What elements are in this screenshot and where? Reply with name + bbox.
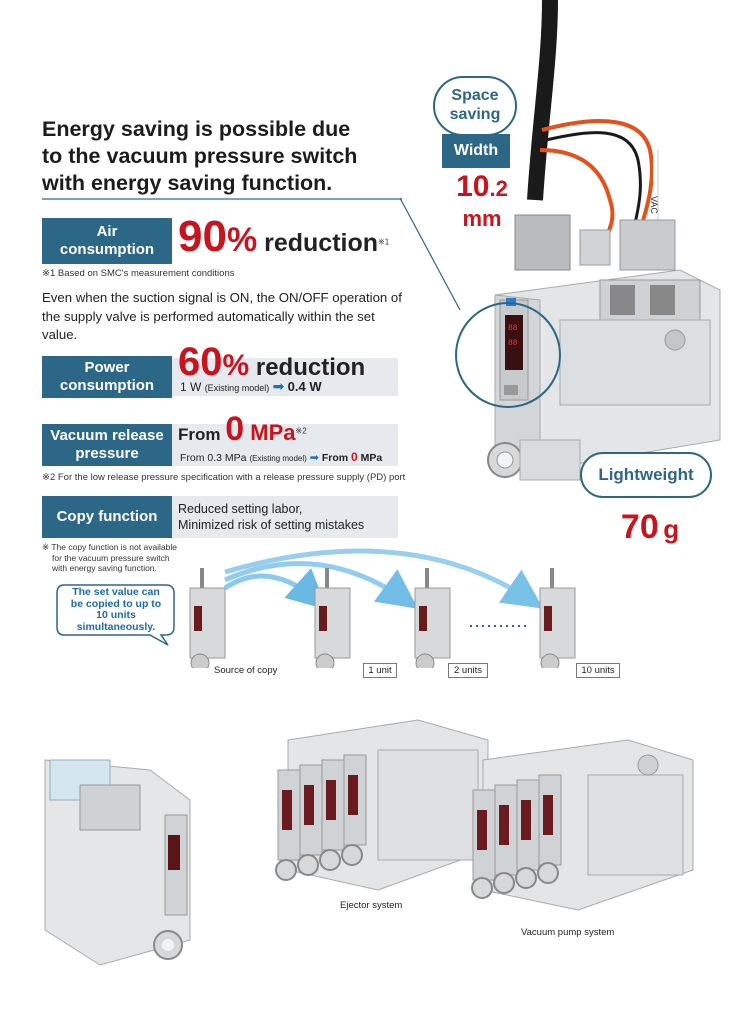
width-value-int: 10 xyxy=(456,170,490,203)
lightweight-bubble: Lightweight xyxy=(580,452,712,498)
power-reduction: 60% reduction xyxy=(178,340,365,385)
svg-text:VAC: VAC xyxy=(649,196,659,214)
copy-line2: Minimized risk of setting mistakes xyxy=(178,518,365,532)
power-tag-line1: Power xyxy=(84,359,130,376)
power-word: reduction xyxy=(249,354,366,381)
vacuum-existing-value: From 0.3 MPa xyxy=(180,452,247,464)
bubble-line2: be copied to up to xyxy=(70,597,162,610)
air-body-line2: the supply valve is performed automatica… xyxy=(42,308,375,324)
vacuum-pump-system-photo xyxy=(471,739,694,911)
copy-diagram xyxy=(189,548,576,668)
air-body-line1: Even when the suction signal is ON, the … xyxy=(42,290,402,305)
power-comparison: 1 W (Existing model) ➡ 0.4 W xyxy=(180,378,322,395)
air-word: reduction xyxy=(257,229,379,257)
weight-unit: g xyxy=(663,514,680,544)
vacuum-release-tag: Vacuum release pressure xyxy=(42,424,172,466)
copy-strip xyxy=(172,496,398,538)
air-sup: ※1 xyxy=(378,237,390,247)
vacuum-tag-line1: Vacuum release xyxy=(50,427,164,444)
unit-10 xyxy=(539,568,576,668)
copy-line1: Reduced setting labor, xyxy=(178,502,303,516)
single-unit-photo xyxy=(44,759,191,966)
air-reduction: 90% reduction※1 xyxy=(178,212,389,262)
bubble-line4: simultaneously. xyxy=(76,620,156,633)
headline-line1: Energy saving is possible due xyxy=(42,117,351,141)
air-footnote: ※1 Based on SMC's measurement conditions xyxy=(42,268,235,279)
vacuum-unit: MPa xyxy=(244,420,296,445)
width-unit: mm xyxy=(462,206,502,231)
vacuum-pump-system-caption: Vacuum pump system xyxy=(521,927,615,938)
label-1-unit: 1 unit xyxy=(363,663,397,678)
headline-line3: with energy saving function. xyxy=(42,171,333,195)
headline-underline xyxy=(42,198,402,200)
label-2-units: 2 units xyxy=(448,663,488,678)
space-saving-bubble: Space saving xyxy=(433,76,517,136)
bubble-line3: 10 units xyxy=(96,609,136,621)
space-saving-line1: Space xyxy=(451,87,499,104)
label-source-of-copy: Source of copy xyxy=(214,665,278,676)
headline-line2: to the vacuum pressure switch xyxy=(42,144,358,168)
width-value: 10.2 xyxy=(442,172,522,207)
vacuum-new-unit: MPa xyxy=(357,452,383,464)
vacuum-from: From xyxy=(178,425,226,444)
label-10-units: 10 units xyxy=(576,663,620,678)
vacuum-new-from: From xyxy=(321,452,352,464)
air-tag-line1: Air xyxy=(96,223,118,240)
weight-value: 70 g xyxy=(600,508,700,547)
copy-note-line2: for the vacuum pressure switch xyxy=(52,552,170,563)
air-body: Even when the suction signal is ON, the … xyxy=(42,289,402,345)
power-existing-note: (Existing model) xyxy=(204,383,270,393)
vacuum-value: 0 xyxy=(225,410,245,448)
source-unit xyxy=(189,568,226,668)
ejector-system-photo xyxy=(275,719,489,891)
vacuum-existing-note: (Existing model) xyxy=(249,454,307,463)
arrow-right-icon: ➡ xyxy=(272,378,285,394)
bubble-line1: The set value can xyxy=(72,586,160,598)
page-headline: Energy saving is possible due to the vac… xyxy=(42,116,402,197)
vacuum-footnote: ※2 For the low release pressure specific… xyxy=(42,472,406,483)
vacuum-sup: ※2 xyxy=(295,426,307,436)
unit-1 xyxy=(314,568,351,668)
ejector-system-caption: Ejector system xyxy=(340,900,403,911)
air-body-line3: value. xyxy=(42,327,78,342)
width-value-dec: .2 xyxy=(489,176,508,201)
copy-function-tag: Copy function xyxy=(42,496,172,538)
air-consumption-tag: Air consumption xyxy=(42,218,172,264)
vacuum-value-line: From 0 MPa※2 xyxy=(178,410,307,449)
width-label: Width xyxy=(442,134,510,168)
air-pct: % xyxy=(226,221,258,259)
power-new-value: 0.4 W xyxy=(287,379,322,394)
vacuum-comparison: From 0.3 MPa (Existing model) ➡ From 0 M… xyxy=(180,450,382,464)
vacuum-new-value: 0 xyxy=(351,450,358,464)
copy-bubble-text: The set value can be copied to up to 10 … xyxy=(58,586,174,633)
power-tag-line2: consumption xyxy=(59,377,155,394)
space-saving-line2: saving xyxy=(449,106,501,123)
unit-2 xyxy=(414,568,451,668)
weight-number: 70 xyxy=(620,508,659,546)
power-strip xyxy=(172,358,398,396)
svg-text:88: 88 xyxy=(508,339,518,348)
copy-description: Reduced setting labor, Minimized risk of… xyxy=(178,501,364,533)
copy-note: ※ The copy function is not available for… xyxy=(42,542,177,574)
copy-note-line3: with energy saving function. xyxy=(52,563,157,573)
main-product-illustration: VAC 88 88 xyxy=(400,0,721,481)
air-value: 90 xyxy=(178,212,227,261)
copy-bubble-shape xyxy=(56,584,175,646)
air-tag-line2: consumption xyxy=(59,241,155,258)
svg-text:88: 88 xyxy=(508,324,518,333)
copy-note-line1: ※ The copy function is not available xyxy=(42,542,178,552)
power-value: 60 xyxy=(178,340,223,384)
vacuum-strip xyxy=(172,424,398,466)
arrow-right-icon: ➡ xyxy=(309,452,319,464)
power-existing-value: 1 W xyxy=(180,380,202,394)
vacuum-tag-line2: pressure xyxy=(75,445,139,462)
power-consumption-tag: Power consumption xyxy=(42,356,172,398)
power-pct: % xyxy=(222,349,250,382)
